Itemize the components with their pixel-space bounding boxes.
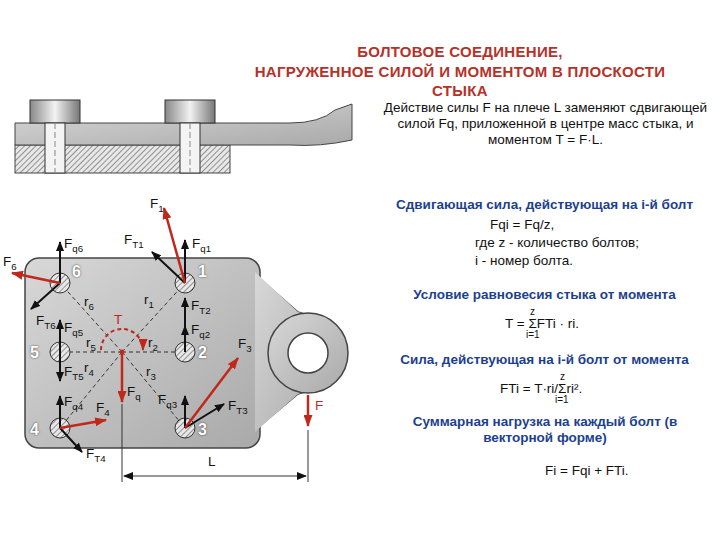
force-label: Fq1 <box>192 236 211 254</box>
force-label: FT4 <box>86 446 106 464</box>
sum-limit: z <box>530 306 535 318</box>
radius-label: r3 <box>146 364 156 382</box>
moment-arc <box>101 329 143 350</box>
force-label: Fq5 <box>64 320 83 338</box>
heading: Условие равновесия стыка от момента <box>372 287 717 303</box>
force-label: F1 <box>150 196 164 214</box>
bolt-number: 6 <box>72 262 81 281</box>
moment-label: T <box>114 312 122 328</box>
force-label: FT6 <box>36 313 56 331</box>
force-label: F6 <box>3 254 17 272</box>
force-label: FT5 <box>64 364 84 382</box>
force-label: FT1 <box>124 232 144 250</box>
force-label: FT3 <box>228 398 248 416</box>
bolt-number: 5 <box>30 343 39 362</box>
dimension-l <box>122 404 308 482</box>
radius-label: r5 <box>86 335 96 353</box>
dimension-label: L <box>208 454 216 470</box>
resultant-arrows <box>12 208 308 428</box>
note: Действие силы F на плече L заменяют сдви… <box>378 100 713 149</box>
force-label: F4 <box>96 400 110 418</box>
radius-label: r4 <box>84 360 94 378</box>
bolt-number: 4 <box>30 420 39 439</box>
force-label: Fq6 <box>64 236 83 254</box>
force-label: F <box>315 398 323 414</box>
force-label: Fq4 <box>64 394 83 412</box>
heading: Сила, действующая на i-й болт от момента <box>372 352 717 368</box>
force-label: Fq3 <box>158 392 177 410</box>
formula: Fi = Fqi + FTi. <box>545 463 629 479</box>
force-label: F3 <box>238 336 252 354</box>
sum-limit: i=1 <box>526 329 540 341</box>
formula: T = ΣFTi · ri. <box>505 316 579 332</box>
sum-limit: z <box>560 371 565 383</box>
heading: Сдвигающая сила, действующая на i-й болт <box>372 197 717 213</box>
heading: Суммарная нагрузка на каждый болт (в век… <box>395 414 695 446</box>
bolt-number: 3 <box>198 420 207 439</box>
formula: FTi = T·ri/Σri². <box>500 381 582 397</box>
plate <box>25 258 348 448</box>
bolt-number: 2 <box>198 343 207 362</box>
sum-limit: i=1 <box>555 394 569 406</box>
radius-label: r2 <box>148 335 158 353</box>
note: i - номер болта. <box>475 253 573 269</box>
force-label: Fq2 <box>191 322 210 340</box>
force-label: FT2 <box>191 298 211 316</box>
center-point <box>120 350 125 355</box>
radius-label: r1 <box>144 292 154 310</box>
side-view <box>15 100 352 173</box>
bolt-number: 1 <box>198 262 207 281</box>
note: где z - количество болтов; <box>475 235 639 251</box>
force-label: Fq <box>127 384 141 402</box>
force-arrows <box>31 240 224 452</box>
formula: Fqi = Fq/z, <box>490 217 554 233</box>
title: БОЛТОВОЕ СОЕДИНЕНИЕ, НАГРУЖЕННОЕ СИЛОЙ И… <box>225 42 695 101</box>
radius-label: r6 <box>84 294 94 312</box>
